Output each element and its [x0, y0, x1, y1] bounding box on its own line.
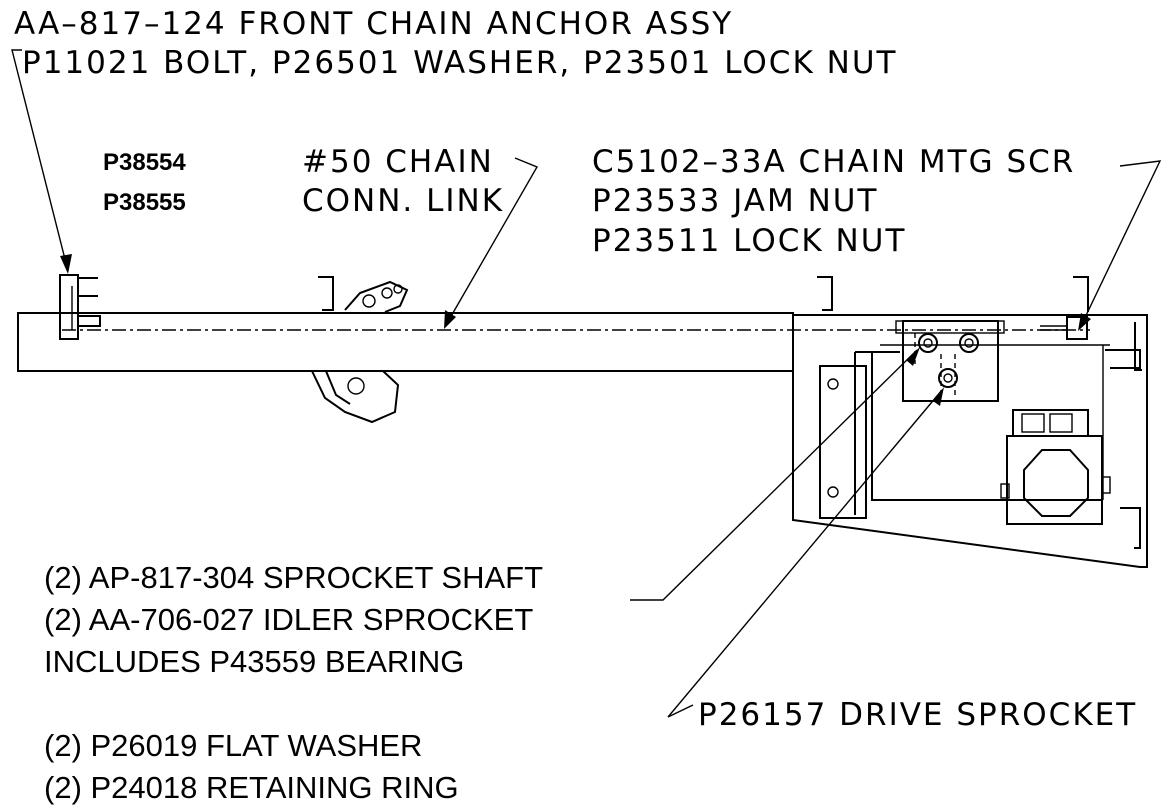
retaining-ring-note: (2) P24018 RETAINING RING — [44, 770, 459, 805]
chain-mtg-screw — [1040, 316, 1088, 340]
motor-gearbox — [1000, 409, 1111, 525]
flat-washer-note: (2) P26019 FLAT WASHER — [44, 728, 423, 763]
clip-2 — [817, 276, 833, 311]
chain-callout-line2: CONN. LINK — [302, 183, 505, 219]
mtg-screw-callout-line2: P23533 JAM NUT — [592, 183, 879, 219]
chain-link-upper — [344, 280, 409, 313]
idler-sprocket-note: (2) AA-706-027 IDLER SPROCKET — [44, 602, 534, 637]
part-p38555-label: P38555 — [103, 189, 186, 216]
clip-3 — [1073, 276, 1089, 312]
drive-plate — [792, 314, 1148, 568]
front-anchor-bracket — [59, 274, 101, 340]
chain-link-lower — [311, 370, 400, 424]
part-p38554-label: P38554 — [103, 149, 186, 176]
mtg-screw-callout-line3: P23511 LOCK NUT — [592, 223, 907, 259]
mtg-screw-callout-line1: C5102–33A CHAIN MTG SCR — [592, 144, 1076, 180]
front-anchor-callout-line2: P11021 BOLT, P26501 WASHER, P23501 LOCK … — [22, 45, 898, 81]
chain-callout-line1: #50 CHAIN — [302, 144, 494, 180]
sprocket-block — [895, 320, 1005, 402]
front-anchor-callout-line1: AA–817–124 FRONT CHAIN ANCHOR ASSY — [14, 6, 734, 42]
leader-lines — [11, 49, 1162, 718]
drive-sprocket-callout: P26157 DRIVE SPROCKET — [698, 697, 1138, 733]
clip-1 — [318, 276, 334, 311]
sprocket-shaft-note: (2) AP-817-304 SPROCKET SHAFT — [44, 560, 544, 595]
bearing-note: INCLUDES P43559 BEARING — [44, 644, 465, 679]
